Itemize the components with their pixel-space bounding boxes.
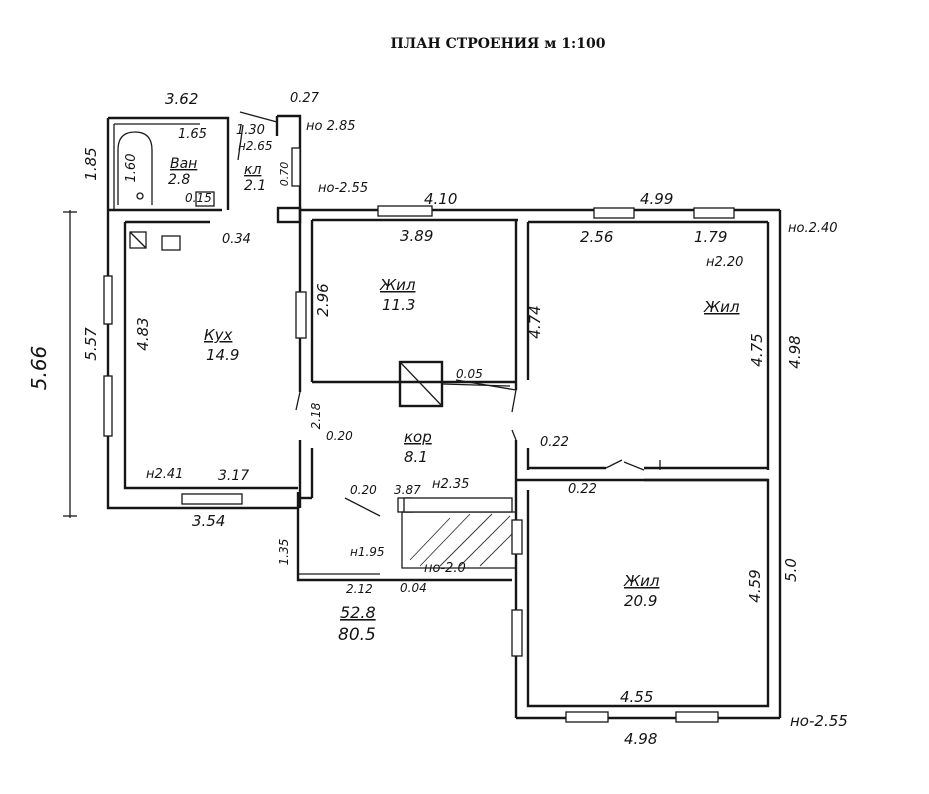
dim-right-lower: 5.0 bbox=[782, 558, 800, 582]
bathtub-icon bbox=[117, 131, 153, 205]
bath-area: 2.8 bbox=[168, 172, 190, 188]
pantry-dim-side: 0.70 bbox=[278, 162, 291, 187]
living2-dim-top2: 1.79 bbox=[694, 228, 727, 246]
kitchen-window-south bbox=[181, 493, 243, 505]
living3-dim-side: 4.59 bbox=[746, 569, 764, 602]
interior-partitions bbox=[295, 210, 768, 508]
living3-name: Жил bbox=[623, 572, 660, 590]
kitchen-height: н2.41 bbox=[146, 467, 183, 482]
living1-dim-side: 2.96 bbox=[314, 283, 332, 316]
living3-window-south-1 bbox=[565, 711, 609, 723]
living2-dim-left: 4.74 bbox=[526, 305, 544, 338]
summary-living: 52.8 bbox=[340, 603, 376, 622]
pantry-name: кл bbox=[244, 162, 261, 178]
dim-027: 0.27 bbox=[290, 91, 320, 106]
living1-dim-top: 3.89 bbox=[400, 227, 433, 245]
dim-right-upper: 4.98 bbox=[786, 335, 804, 368]
dim-020: 0.20 bbox=[350, 483, 377, 497]
dim-022-a: 0.22 bbox=[540, 435, 569, 450]
pantry-height: н2.65 bbox=[238, 139, 273, 153]
bath-dim-top: 1.65 bbox=[178, 127, 207, 142]
height-195: н1.95 bbox=[350, 545, 385, 559]
living3-dim-bottom: 4.55 bbox=[620, 688, 653, 706]
living3-area: 20.9 bbox=[624, 592, 657, 610]
living1-name: Жил bbox=[379, 276, 416, 294]
chimney-stove-icon bbox=[398, 360, 517, 408]
dim-bottom-right: 4.98 bbox=[624, 730, 657, 748]
bath-dim-side: 1.60 bbox=[124, 154, 139, 183]
living1-area: 11.3 bbox=[382, 296, 415, 314]
living2-name: Жил bbox=[703, 298, 740, 316]
kitchen-dim-bottom: 3.17 bbox=[218, 468, 249, 484]
dim-left-outer: 5.57 bbox=[82, 327, 100, 361]
living1-window-west bbox=[295, 291, 307, 339]
dim-004: 0.04 bbox=[400, 581, 427, 595]
living2-height: н2.20 bbox=[706, 255, 743, 270]
overall-dimension-line: 5.66 bbox=[27, 210, 77, 518]
height-285: но 2.85 bbox=[306, 119, 356, 134]
pantry-block bbox=[237, 111, 302, 224]
corridor-dim-top: 2.18 bbox=[309, 402, 323, 429]
height-255-top: но-2.55 bbox=[318, 181, 368, 196]
dim-top-left: 3.62 bbox=[165, 90, 198, 108]
dim-top-right: 4.99 bbox=[640, 190, 673, 208]
corridor-name: кор bbox=[404, 428, 432, 446]
summary-total: 80.5 bbox=[338, 625, 376, 645]
plan-title: ПЛАН СТРОЕНИЯ м 1:100 bbox=[391, 36, 606, 52]
living2-dim-side: 4.75 bbox=[748, 333, 766, 366]
dim-005: 0.05 bbox=[456, 367, 483, 381]
exterior-walls bbox=[106, 208, 782, 720]
bath-name: Ван bbox=[170, 156, 197, 172]
dim-387: 3.87 bbox=[394, 483, 421, 497]
height-20: но-2.0 bbox=[424, 561, 466, 576]
height-235: н2.35 bbox=[432, 477, 469, 492]
dim-022-b: 0.22 bbox=[568, 482, 597, 497]
pantry-area: 2.1 bbox=[244, 178, 266, 194]
living3-window-west bbox=[511, 609, 523, 657]
stove-icon bbox=[129, 231, 181, 251]
kitchen-dim-side: 4.83 bbox=[134, 317, 152, 350]
living1-window-north bbox=[377, 205, 433, 217]
porch bbox=[296, 496, 517, 582]
corridor-dim-small: 0.20 bbox=[326, 429, 353, 443]
living3-window-west-2 bbox=[511, 519, 523, 555]
dim-135: 1.35 bbox=[277, 539, 291, 566]
kitchen-area: 14.9 bbox=[206, 346, 239, 364]
kitchen-window-west-2 bbox=[103, 375, 113, 437]
dim-212: 2.12 bbox=[346, 582, 373, 596]
bath-outer-dim: 1.85 bbox=[82, 147, 100, 180]
dim-034: 0.34 bbox=[222, 232, 251, 247]
overall-length-label: 5.66 bbox=[27, 346, 51, 391]
living3-window-south-2 bbox=[675, 711, 719, 723]
kitchen-window-west-1 bbox=[103, 275, 113, 325]
bath-block bbox=[106, 116, 230, 210]
height-240: но.2.40 bbox=[788, 221, 838, 236]
living2-dim-top: 2.56 bbox=[580, 228, 613, 246]
height-255-bottom: но-2.55 bbox=[790, 712, 848, 730]
pantry-dim-top: 1.30 bbox=[236, 123, 265, 138]
living2-window-north-2 bbox=[693, 207, 735, 219]
corridor-area: 8.1 bbox=[404, 448, 428, 466]
kitchen-name: Кух bbox=[204, 326, 233, 344]
dim-bottom-left: 3.54 bbox=[192, 512, 225, 530]
living2-window-north-1 bbox=[593, 207, 635, 219]
bath-dim-small: 0.15 bbox=[185, 191, 212, 205]
dim-top-mid: 4.10 bbox=[424, 190, 457, 208]
